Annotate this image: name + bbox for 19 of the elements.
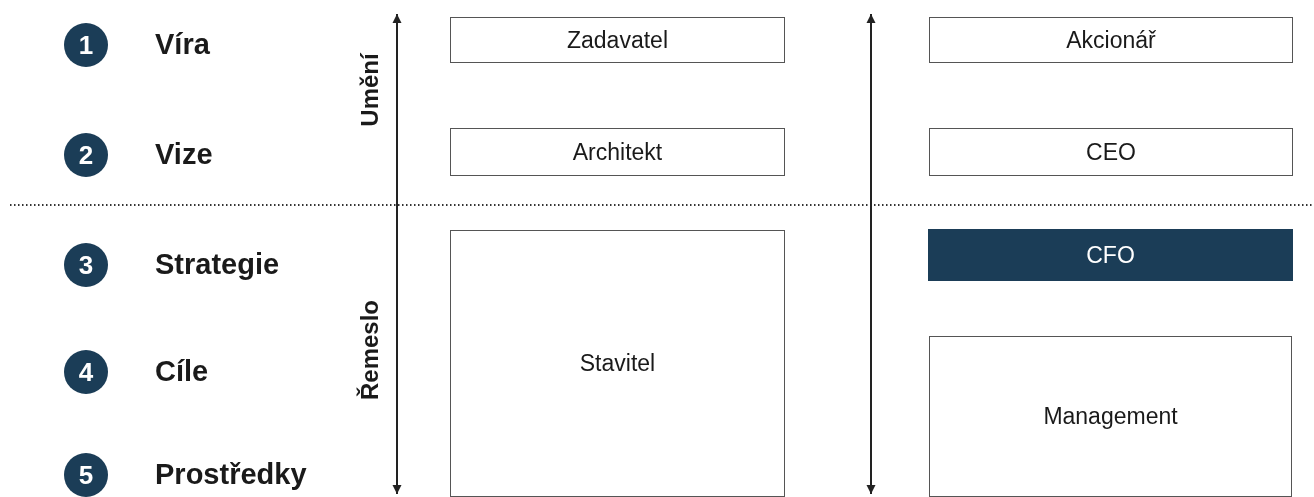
step-number-badge: 2 [64,133,108,177]
step-number-badge: 5 [64,453,108,497]
level-heading: Víra [155,28,210,61]
highlighted-role-box: CFO [928,229,1293,281]
role-box: Zadavatel [450,17,785,63]
level-heading: Prostředky [155,458,307,491]
axis-label: Řemeslo [356,300,384,400]
level-heading: Vize [155,138,213,171]
role-box: Akcionář [929,17,1293,63]
axis-label: Umění [356,53,384,127]
level-heading: Cíle [155,355,209,388]
level-heading: Strategie [155,248,280,281]
role-box: Stavitel [450,230,785,497]
step-number-badge: 1 [64,23,108,67]
step-number-badge: 3 [64,243,108,287]
step-number-badge: 4 [64,350,108,394]
role-box: Architekt [450,128,785,176]
role-box: CEO [929,128,1293,176]
role-box: Management [929,336,1292,497]
